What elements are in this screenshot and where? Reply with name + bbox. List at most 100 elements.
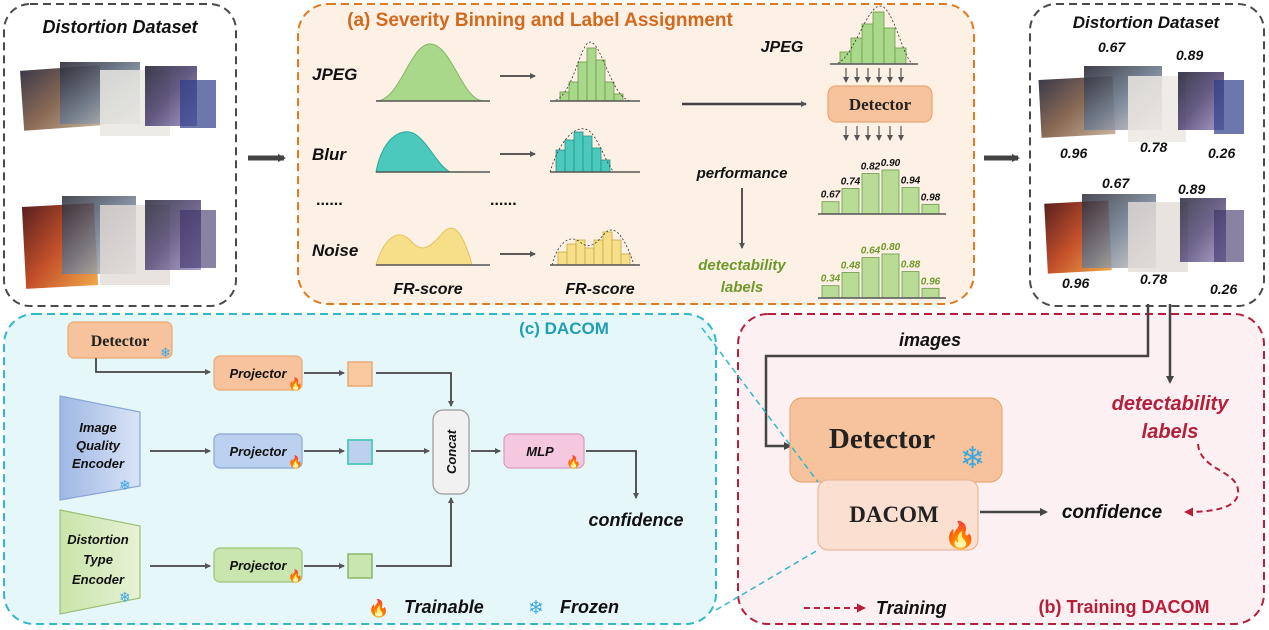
zoom-line-top <box>701 327 819 483</box>
jpeg-histogram <box>550 41 640 102</box>
fr-score-label-2: FR-score <box>565 281 634 298</box>
performance-bar-4 <box>901 187 920 215</box>
row-label-blur: Blur <box>312 145 347 164</box>
panel-c: (c) DACOM Detector ❄ Image Quality Encod… <box>3 313 717 625</box>
label-value-1: 0.48 <box>841 260 861 271</box>
score-g2-0: 0.67 <box>1102 175 1130 191</box>
detectability-label-line2: labels <box>721 279 764 296</box>
panel-b-detectability-line1: detectability <box>1112 393 1230 415</box>
dt-encoder-line1: Distortion <box>67 532 128 547</box>
panel-b-detector-frozen-icon: ❄ <box>960 442 985 475</box>
dt-encoder-line3: Encoder <box>72 572 125 587</box>
panel-c-detector-frozen-icon: ❄ <box>160 345 171 360</box>
fr-score-label-1: FR-score <box>393 281 462 298</box>
mlp-block <box>503 433 585 469</box>
projector-1-label: Projector <box>229 366 287 381</box>
score-g1-1: 0.89 <box>1176 47 1203 63</box>
image-quality-encoder <box>59 395 141 501</box>
distortion-type-encoder <box>59 509 141 615</box>
performance-bar-5 <box>921 203 940 215</box>
dataset-left-panel: Distortion Dataset <box>3 3 237 307</box>
images-arrow <box>764 304 1150 450</box>
panel-c-title: (c) DACOM <box>519 319 609 338</box>
dataset-left-title: Distortion Dataset <box>42 17 198 37</box>
iq-encoder-line3: Encoder <box>72 456 125 471</box>
token-1 <box>347 361 373 387</box>
noise-distribution <box>375 227 473 266</box>
noise-histogram <box>550 229 640 266</box>
image-stack-bottom <box>21 196 216 289</box>
row-dots-mid: ...... <box>490 192 517 209</box>
label-bar-4 <box>901 271 920 299</box>
score-g1-4: 0.26 <box>1208 145 1235 161</box>
projector-3 <box>213 547 303 583</box>
panel-b: (b) Training DACOM images detectability … <box>737 304 1265 625</box>
dt-encoder-line2: Type <box>83 552 113 567</box>
score-g2-3: 0.78 <box>1140 271 1167 287</box>
performance-bar-3 <box>881 169 900 215</box>
panel-b-dacom-label: DACOM <box>849 502 939 527</box>
right-image-stack-bottom <box>1044 194 1244 274</box>
performance-bar-0 <box>821 201 840 215</box>
performance-value-2: 0.82 <box>861 162 881 173</box>
projector-2-label: Projector <box>229 444 287 459</box>
image-stack-top <box>20 62 216 136</box>
performance-bar-1 <box>841 188 860 215</box>
legend-trainable-icon: 🔥 <box>368 598 389 618</box>
iq-encoder-line2: Quality <box>76 438 121 453</box>
token-2 <box>347 439 373 465</box>
images-label: images <box>899 330 961 350</box>
legend-training: Training <box>876 598 947 618</box>
projector-2 <box>213 433 303 469</box>
legend-trainable: Trainable <box>404 597 484 617</box>
score-g2-1: 0.89 <box>1178 181 1205 197</box>
performance-label: performance <box>696 165 788 182</box>
projector-2-trainable-icon: 🔥 <box>288 455 303 469</box>
panel-b-confidence: confidence <box>1062 502 1163 523</box>
performance-value-1: 0.74 <box>841 176 861 187</box>
dataset-right-panel: Distortion Dataset 0.67 0.89 0.96 0.78 0… <box>1029 3 1265 307</box>
jpeg-detector-label: JPEG <box>761 39 804 56</box>
dt-encoder-frozen-icon: ❄ <box>119 589 131 605</box>
panel-b-detectability-line2: labels <box>1142 421 1199 443</box>
dataset-right-title: Distortion Dataset <box>1073 13 1221 32</box>
performance-value-5: 0.98 <box>921 192 941 203</box>
label-value-2: 0.64 <box>861 246 881 257</box>
panel-b-dacom-trainable-icon: 🔥 <box>944 520 976 550</box>
right-image-stack-top <box>1038 66 1244 142</box>
legend-frozen-icon: ❄ <box>528 598 544 619</box>
performance-value-4: 0.94 <box>901 176 921 187</box>
concat-block <box>432 409 470 495</box>
panel-c-confidence: confidence <box>588 510 683 530</box>
panel-b-dacom-box <box>817 479 979 551</box>
performance-value-0: 0.67 <box>821 190 841 201</box>
panel-a-detector-label: Detector <box>849 95 912 114</box>
concat-label: Concat <box>444 429 459 474</box>
arrows-out-of-detector <box>843 126 904 141</box>
label-bar-1 <box>841 272 860 299</box>
row-label-noise: Noise <box>312 241 358 260</box>
score-g1-0: 0.67 <box>1098 39 1126 55</box>
panel-c-connectors <box>95 358 639 569</box>
projector-1 <box>213 355 303 391</box>
performance-bar-2 <box>861 173 880 215</box>
label-value-5: 0.96 <box>921 276 941 287</box>
row-label-jpeg: JPEG <box>312 65 357 84</box>
score-g1-2: 0.96 <box>1060 145 1087 161</box>
projector-3-trainable-icon: 🔥 <box>288 569 303 583</box>
panel-a: (a) Severity Binning and Label Assignmen… <box>297 3 975 305</box>
projector-3-label: Projector <box>229 558 287 573</box>
label-bar-5 <box>921 287 940 299</box>
panel-c-detector-box <box>67 321 173 359</box>
projector-1-trainable-icon: 🔥 <box>288 377 303 391</box>
top-histogram <box>830 5 918 65</box>
legend-frozen: Frozen <box>560 597 619 617</box>
panel-a-detector-box <box>827 85 933 123</box>
score-g1-3: 0.78 <box>1140 139 1167 155</box>
row-label-dots: ...... <box>316 192 343 209</box>
label-value-3: 0.80 <box>881 242 901 253</box>
label-bar-0 <box>821 285 840 299</box>
